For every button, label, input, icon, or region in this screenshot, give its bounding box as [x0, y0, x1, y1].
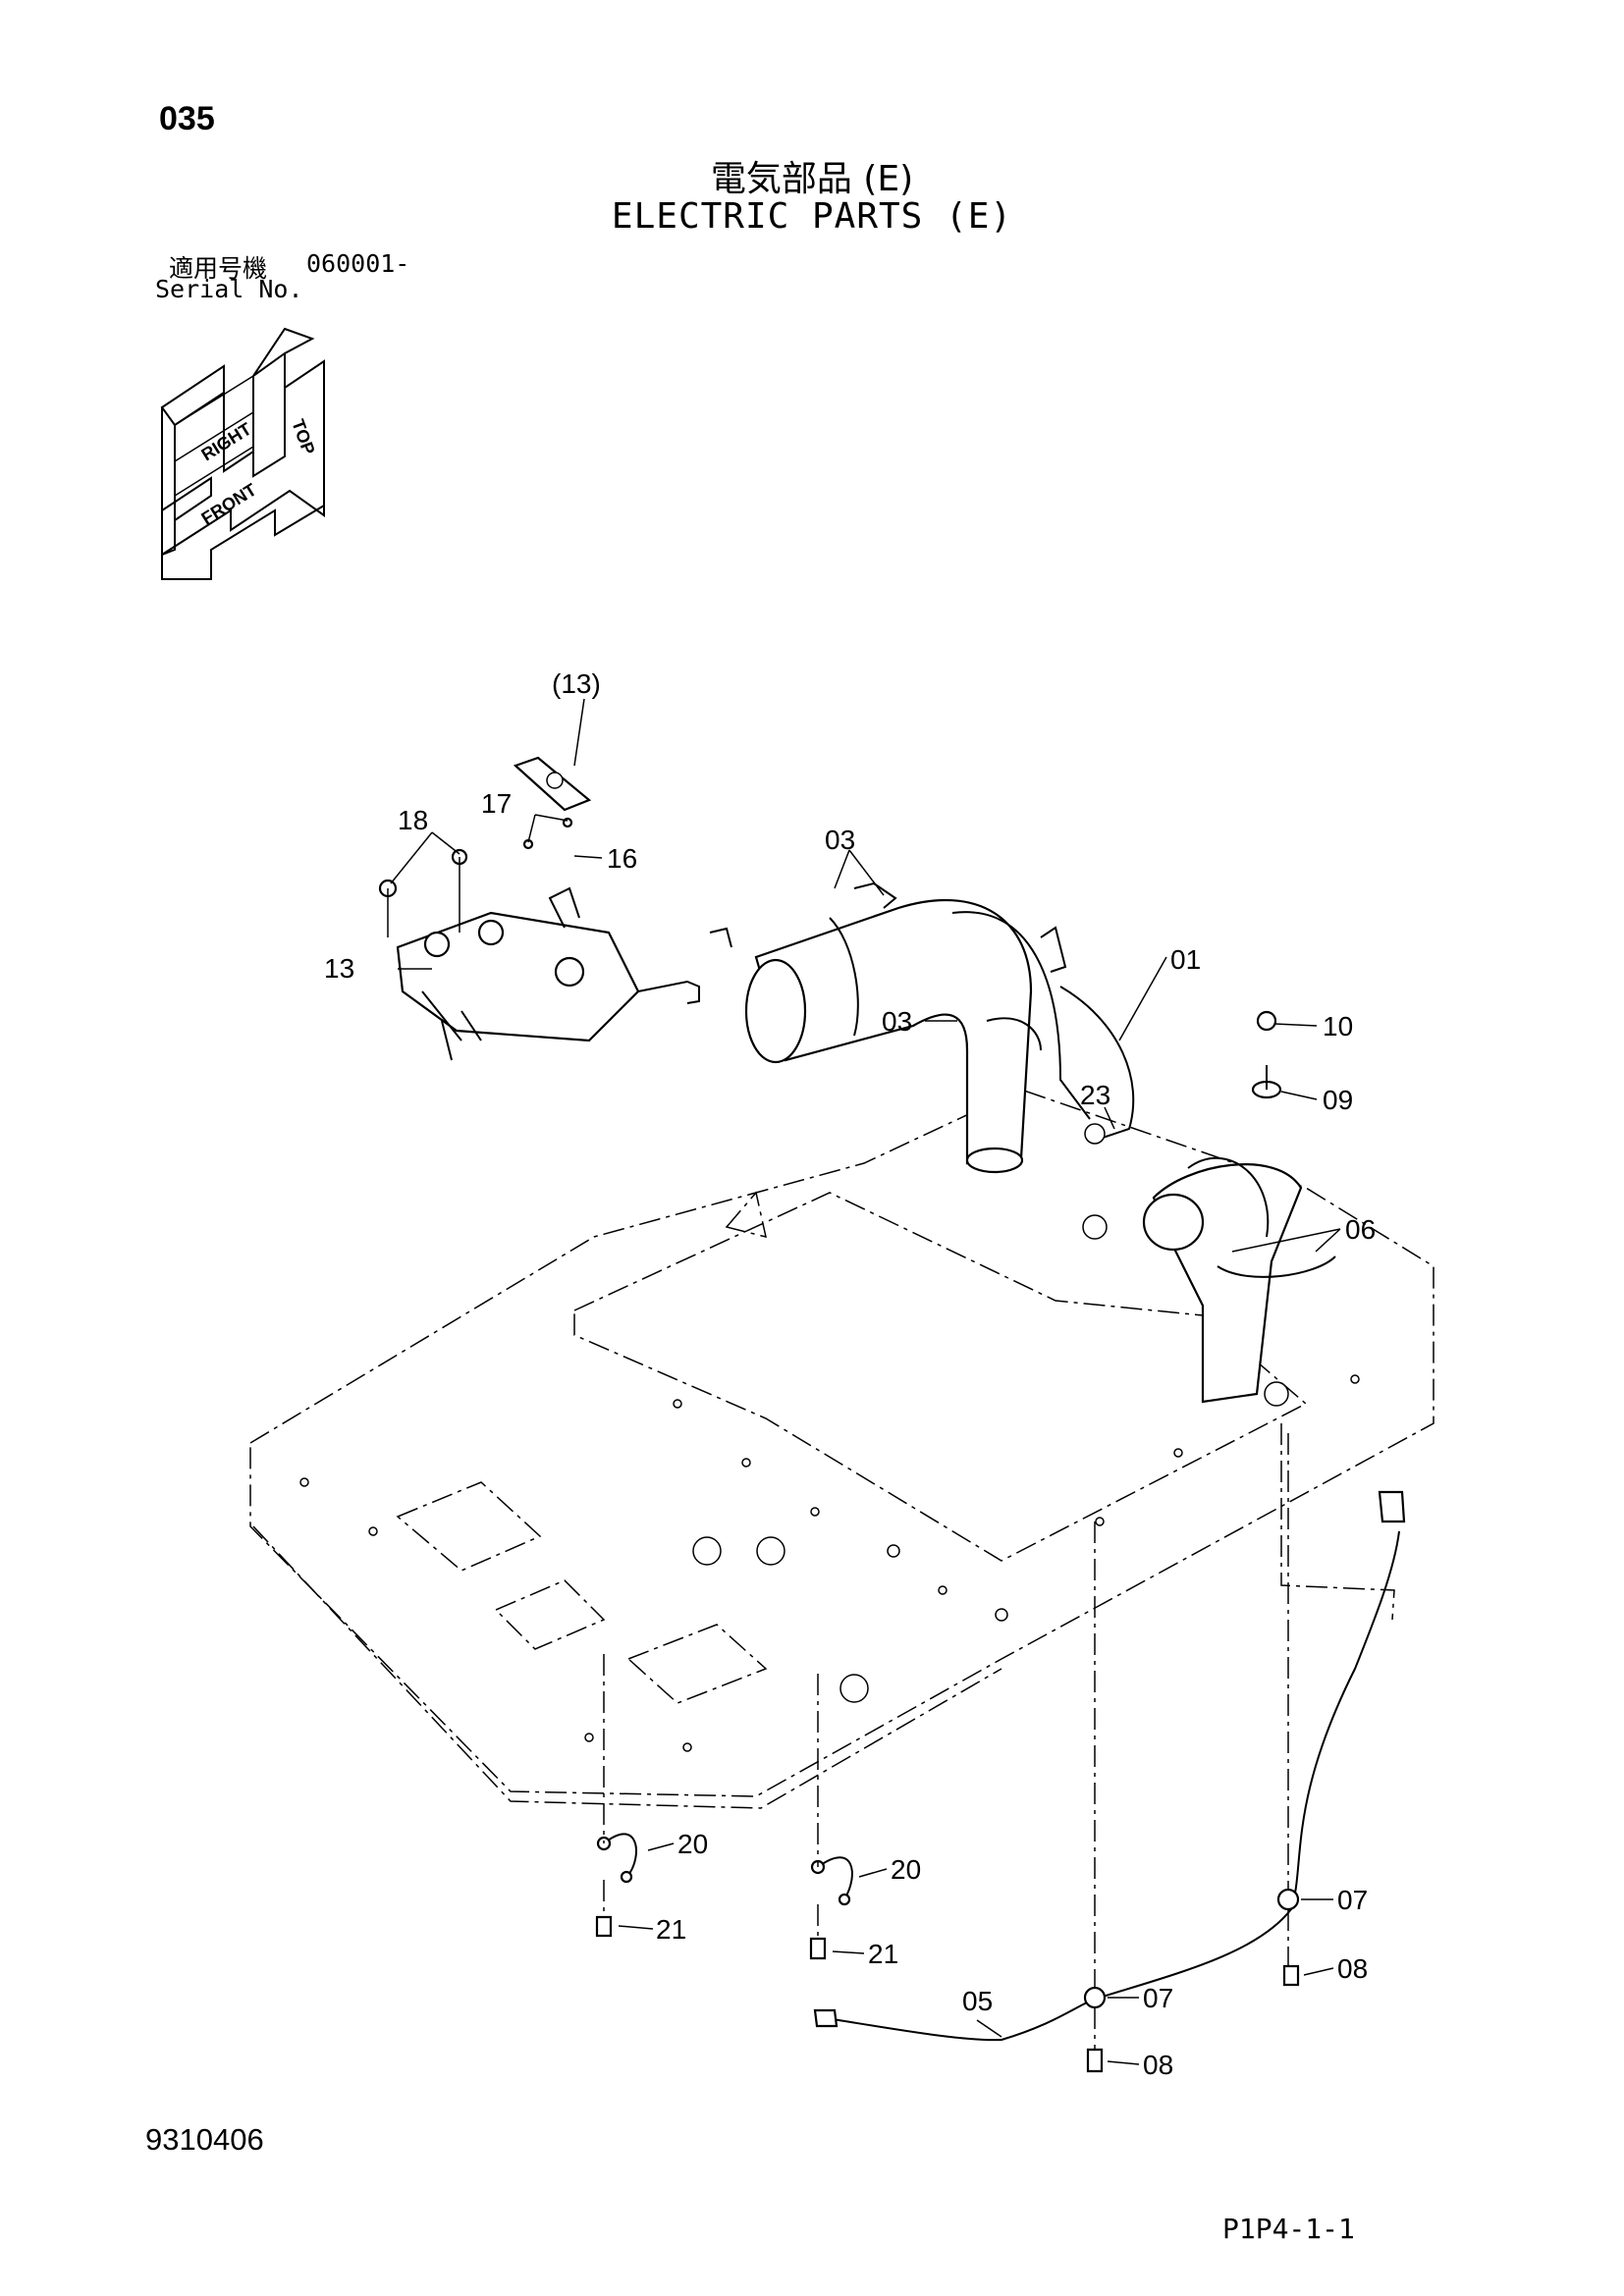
- part-13-control-box: [378, 756, 700, 1061]
- callout-13: 13: [324, 953, 354, 984]
- callout-07-lower: 07: [1143, 1983, 1173, 2013]
- part-06-duct: [1142, 1010, 1336, 1404]
- page-title-japanese: 電気部品 (E): [710, 159, 914, 199]
- serial-label-english: Serial No.: [155, 275, 303, 303]
- callout-01: 01: [1170, 944, 1201, 975]
- callout-09: 09: [1323, 1085, 1353, 1115]
- callout-05: 05: [962, 1986, 993, 2016]
- ground-wire-left: [595, 1654, 637, 1938]
- orientation-indicator: RIGHT FRONT TOP: [160, 327, 325, 580]
- callout-03-lower: 03: [882, 1006, 912, 1037]
- orientation-top-label: TOP: [288, 417, 318, 457]
- leader-lines: [390, 698, 1341, 2065]
- callout-13-ref: (13): [552, 668, 601, 699]
- callout-16: 16: [607, 843, 637, 874]
- callout-18: 18: [398, 805, 428, 835]
- page-title-english: ELECTRIC PARTS (E): [611, 196, 1013, 237]
- serial-label-japanese: 適用号機: [169, 254, 268, 283]
- page-number: 035: [159, 100, 215, 137]
- orientation-right-label: RIGHT: [198, 419, 255, 465]
- callout-03-upper: 03: [825, 825, 855, 855]
- callout-17: 17: [481, 788, 512, 819]
- ground-wire-right: [809, 1674, 853, 1960]
- floor-plate: [249, 1089, 1435, 1809]
- serial-range: 060001-: [306, 249, 410, 278]
- callout-08-lower: 08: [1143, 2050, 1173, 2080]
- callout-08-right: 08: [1337, 1953, 1368, 1984]
- callout-06: 06: [1345, 1214, 1376, 1245]
- callout-07-right: 07: [1337, 1885, 1368, 1915]
- page-code: P1P4-1-1: [1222, 2213, 1355, 2245]
- callout-10: 10: [1323, 1011, 1353, 1041]
- callout-20-left: 20: [677, 1829, 708, 1859]
- callout-20-right: 20: [891, 1854, 921, 1885]
- callout-21-right: 21: [868, 1939, 898, 1969]
- duct-assembly: [709, 881, 1135, 1174]
- callout-21-left: 21: [656, 1914, 686, 1945]
- document-number: 9310406: [145, 2122, 264, 2157]
- harness-05: [813, 1423, 1406, 2073]
- callout-23: 23: [1080, 1080, 1110, 1110]
- orientation-front-label: FRONT: [198, 480, 260, 529]
